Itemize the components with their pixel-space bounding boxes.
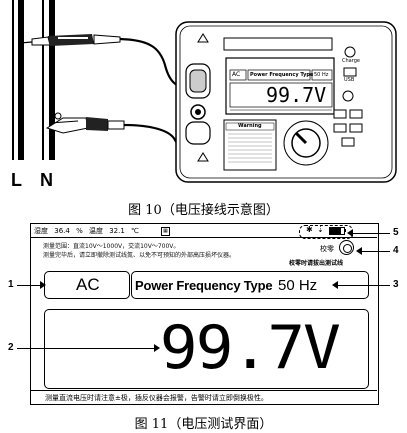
bluetooth-icon: ✱ — [306, 225, 313, 234]
humidity-label: 湿度 — [34, 227, 48, 235]
frequency-value: 50 Hz — [278, 277, 318, 294]
storage-icon: ▦ — [161, 227, 170, 236]
humidity-value: 36.4 — [54, 227, 70, 235]
callout-4: 4 — [393, 245, 399, 256]
temperature-value: 32.1 — [109, 227, 125, 235]
test-type-box: Power Frequency Type 50 Hz — [131, 271, 369, 299]
callout-2: 2 — [8, 342, 14, 353]
device-screen-mode: AC — [232, 71, 241, 78]
wire-N-line2 — [49, 0, 55, 160]
footer-note: 测量直流电压时请注意±极，插反仪器会报警，告警时请立即倒换极性。 — [45, 394, 268, 402]
humidity-unit: % — [76, 227, 83, 235]
mode-box: AC — [44, 271, 130, 299]
temperature-unit: ℃ — [131, 227, 139, 235]
callout-3-arrow — [338, 285, 390, 286]
device-screen-reading: 99.7V — [266, 83, 327, 107]
alligator-clip-icon — [45, 112, 198, 145]
device-warning-title: Warning — [238, 123, 262, 129]
callout-2-arrow — [17, 348, 157, 349]
figure-11-caption: 图 11（电压测试界面） — [134, 417, 273, 432]
test-type-value: Power Frequency Type — [135, 278, 273, 293]
status-divider — [31, 237, 377, 238]
label-L: L — [11, 170, 22, 190]
info-line-1: 测量范围：直流10V～1000V，交流10V～700V。 — [43, 243, 180, 250]
mode-value: AC — [76, 275, 100, 294]
zero-button[interactable] — [339, 240, 354, 255]
device-screen-type: Power Frequency Type — [250, 72, 314, 78]
voltage-test-screen: 湿度 36.4 % 温度 32.1 ℃ ▦ ✱ ⇣ 测量范围：直流10V～100… — [30, 223, 379, 405]
instrument-illustration — [19, 21, 397, 183]
callout-5-arrow — [353, 233, 390, 234]
zero-label: 校零 — [320, 245, 334, 253]
usb-icon: ⇣ — [317, 225, 324, 234]
wire-L-line2 — [18, 0, 24, 160]
device-usb-label: USB — [344, 77, 355, 83]
callout-3: 3 — [393, 279, 399, 290]
callout-1: 1 — [8, 279, 14, 290]
callout-1-arrow — [17, 285, 44, 286]
device-charge-label: Charge — [342, 58, 360, 64]
device-screen-frequency: 50 Hz — [314, 72, 329, 78]
temperature-label: 温度 — [88, 227, 103, 235]
callout-4-arrow — [362, 251, 390, 252]
info-line-2: 测量完毕后，请立即撤除测试线氮、以免不可预知的外部高压损坏仪器。 — [43, 252, 236, 259]
figure-10-wiring-diagram: L N — [0, 0, 407, 196]
zero-hint: 校零时请拔出测试线 — [289, 260, 344, 267]
reading-box: 99.7V — [44, 309, 369, 389]
battery-icon — [329, 227, 345, 235]
label-N: N — [40, 170, 53, 190]
tester-device — [175, 21, 397, 183]
voltage-reading: 99.7V — [159, 313, 341, 383]
footer-divider — [31, 390, 377, 391]
status-bar: 湿度 36.4 % 温度 32.1 ℃ — [34, 226, 143, 236]
test-probe-icon — [19, 34, 198, 92]
figure-10-caption: 图 10（电压接线示意图） — [128, 203, 279, 218]
callout-5: 5 — [393, 227, 399, 238]
